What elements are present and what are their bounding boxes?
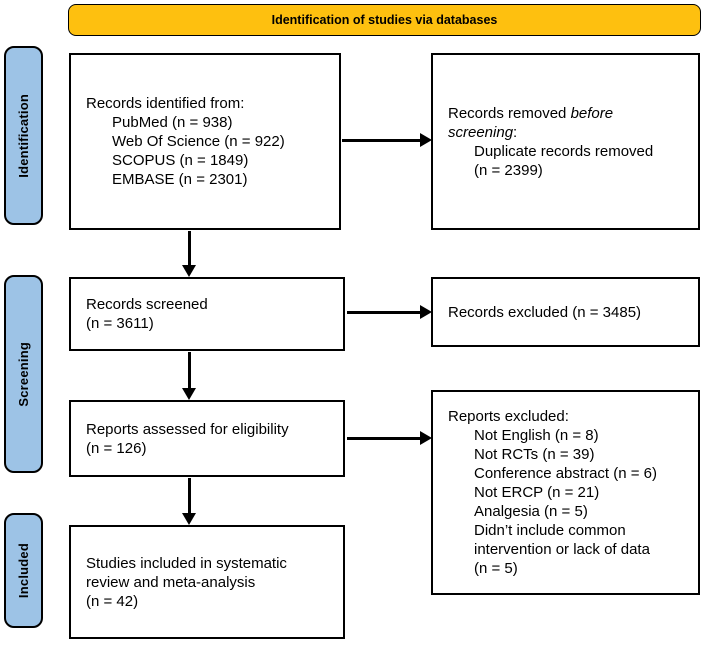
box-records-removed: Records removed before screening: Duplic… <box>431 53 700 230</box>
reports-excluded-item-not-english: Not English (n = 8) <box>474 427 599 444</box>
stage-included: Included <box>4 513 43 628</box>
records-removed-title-suffix: : <box>513 123 518 141</box>
records-identified-item-pubmed: PubMed (n = 938) <box>112 114 233 131</box>
banner-label: Identification of studies via databases <box>271 13 498 27</box>
arrow-identified-to-removed <box>342 139 420 142</box>
reports-assessed-line2: (n = 126) <box>86 439 147 457</box>
records-removed-item-line1: Duplicate records removed <box>474 142 654 160</box>
stage-screening: Screening <box>4 275 43 473</box>
studies-included-line2: review and meta-analysis <box>86 573 256 591</box>
records-removed-title-line2: screening: <box>448 123 690 142</box>
box-reports-assessed: Reports assessed for eligibility (n = 12… <box>69 400 345 477</box>
records-excluded-text: Records excluded (n = 3485) <box>448 303 642 321</box>
arrow-screened-to-assessed <box>188 352 191 388</box>
records-identified-item-scopus: SCOPUS (n = 1849) <box>112 152 249 169</box>
records-screened-line1: Records screened <box>86 296 208 313</box>
box-records-excluded: Records excluded (n = 3485) <box>431 277 700 347</box>
records-identified-item-wos: Web Of Science (n = 922) <box>112 133 285 150</box>
reports-excluded-item-not-ercp: Not ERCP (n = 21) <box>474 484 600 501</box>
reports-excluded-item-analgesia: Analgesia (n = 5) <box>474 503 588 520</box>
arrow-identified-to-screened <box>188 231 191 265</box>
studies-included-line3: (n = 42) <box>86 592 139 610</box>
arrow-assessed-to-included <box>188 478 191 513</box>
banner-identification-via-databases: Identification of studies via databases <box>68 4 701 36</box>
reports-assessed-line1: Reports assessed for eligibility <box>86 420 289 438</box>
box-records-identified: Records identified from: PubMed (n = 938… <box>69 53 341 230</box>
records-removed-title-italic1: before <box>570 104 614 122</box>
stage-screening-label: Screening <box>16 341 31 407</box>
stage-identification-label: Identification <box>16 93 31 178</box>
reports-excluded-item-not-rcts: Not RCTs (n = 39) <box>474 446 595 463</box>
reports-excluded-title: Reports excluded: <box>448 408 569 425</box>
box-records-screened: Records screened (n = 3611) <box>69 277 345 351</box>
box-studies-included: Studies included in systematic review an… <box>69 525 345 639</box>
stage-identification: Identification <box>4 46 43 225</box>
records-removed-title-italic2: screening <box>448 123 514 141</box>
reports-excluded-item-common-line2: intervention or lack of data <box>474 541 650 558</box>
studies-included-line1: Studies included in systematic <box>86 554 287 572</box>
box-reports-excluded: Reports excluded: Not English (n = 8) No… <box>431 390 700 595</box>
records-screened-line2: (n = 3611) <box>86 315 154 332</box>
arrow-assessed-to-reports-excluded <box>347 437 420 440</box>
reports-excluded-item-conference: Conference abstract (n = 6) <box>474 465 658 482</box>
reports-excluded-item-common-line3: (n = 5) <box>474 560 518 577</box>
reports-excluded-item-common-line1: Didn’t include common <box>474 522 626 539</box>
records-removed-title-line1: Records removed before <box>448 104 690 123</box>
arrow-screened-to-excluded <box>347 311 420 314</box>
stage-included-label: Included <box>16 542 31 599</box>
records-identified-title: Records identified from: <box>86 95 245 112</box>
records-removed-item-line2: (n = 2399) <box>474 161 543 179</box>
records-removed-title-prefix: Records removed <box>448 104 571 122</box>
records-identified-item-embase: EMBASE (n = 2301) <box>112 171 248 188</box>
